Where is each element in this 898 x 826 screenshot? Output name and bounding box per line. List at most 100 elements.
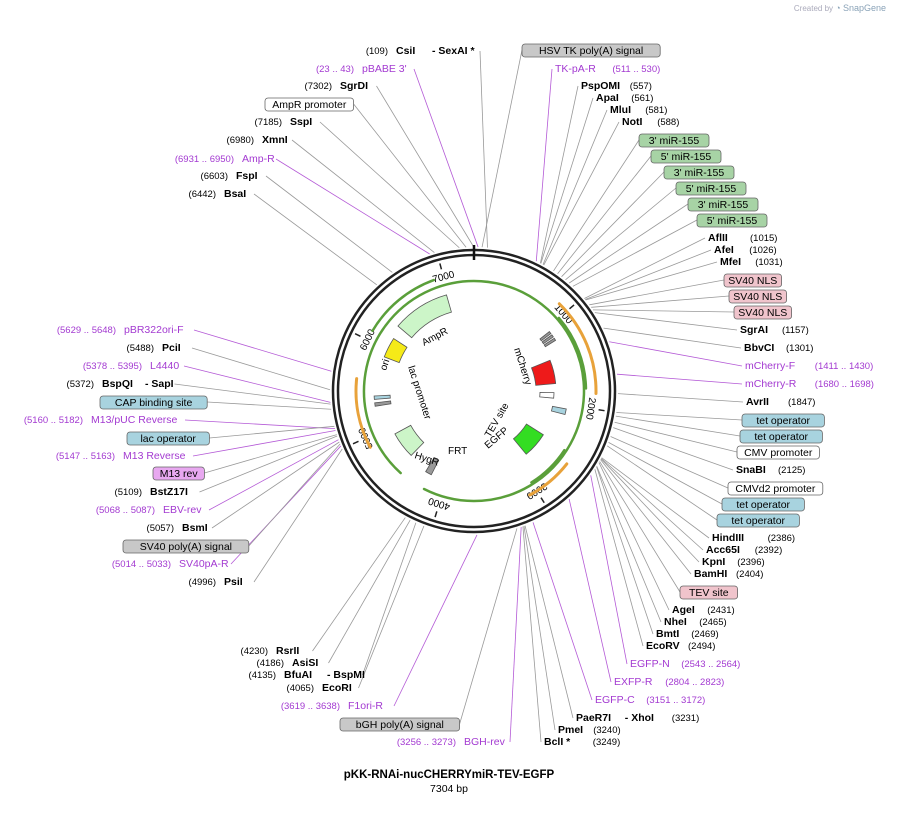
primer-pbabe-3[interactable]: (23 .. 43)pBABE 3' [316, 63, 407, 75]
enzyme-nhei[interactable]: NheI(2465) [664, 616, 727, 628]
enzyme-agei[interactable]: AgeI(2431) [672, 604, 735, 616]
enzyme-snabi[interactable]: SnaBI(2125) [736, 464, 805, 476]
primer-f1ori-r[interactable]: (3619 .. 3638)F1ori-R [281, 700, 384, 712]
feature-tet-operator[interactable]: tet operator [739, 429, 823, 444]
enzyme-bfuai[interactable]: (4135)BfuAI- BspMI [249, 669, 365, 681]
primer-m13-puc-reverse[interactable]: (5160 .. 5182)M13/pUC Reverse [24, 414, 178, 426]
enzyme-ecori[interactable]: (4065)EcoRI [287, 682, 352, 694]
enzyme-sgrdi[interactable]: (7302)SgrDI [305, 80, 369, 92]
enzyme-coord: (2392) [755, 545, 782, 556]
feature-lac-operator[interactable]: lac operator [126, 431, 210, 446]
enzyme-bbvci[interactable]: BbvCI(1301) [744, 342, 813, 354]
leader-line [191, 347, 331, 391]
arc-green-4 [371, 278, 436, 333]
enzyme-csii[interactable]: (109)CsiI- SexAI * [366, 45, 476, 57]
feature-5-mir-155[interactable]: 5' miR-155 [675, 181, 747, 196]
enzyme-paer7i[interactable]: PaeR7I- XhoI(3231) [576, 712, 699, 724]
enzyme-avrii[interactable]: AvrII(1847) [746, 396, 815, 408]
primer-l4440[interactable]: (5378 .. 5395)L4440 [83, 360, 180, 372]
enzyme-bsai[interactable]: (6442)BsaI [189, 188, 247, 200]
leader-line [479, 50, 488, 248]
leader-line [291, 139, 435, 253]
primer-bgh-rev[interactable]: (3256 .. 3273)BGH-rev [397, 736, 506, 748]
feature-tet-operator[interactable]: tet operator [721, 497, 805, 512]
enzyme-bspqi[interactable]: (5372)BspQI- SapI [67, 378, 174, 390]
feature-label: HSV TK poly(A) signal [539, 45, 643, 57]
primer-coord: (511 .. 530) [612, 64, 660, 75]
feature-tet-operator[interactable]: tet operator [716, 513, 800, 528]
enzyme-ecorv[interactable]: EcoRV(2494) [646, 640, 715, 652]
primer-exfp-r[interactable]: EXFP-R(2804 .. 2823) [614, 676, 724, 688]
enzyme-apai[interactable]: ApaI(561) [596, 92, 653, 104]
enzyme-noti[interactable]: NotI(588) [622, 116, 679, 128]
feature-cap-binding-site[interactable]: CAP binding site [99, 395, 208, 410]
enzyme-rsrii[interactable]: (4230)RsrII [241, 645, 300, 657]
enzyme-hindiii[interactable]: HindIII(2386) [712, 532, 795, 544]
enzyme-psii[interactable]: (4996)PsiI [189, 576, 243, 588]
feature-tet-operator[interactable]: tet operator [741, 413, 825, 428]
primer-mcherry-f[interactable]: mCherry-F(1411 .. 1430) [745, 360, 873, 372]
enzyme-afei[interactable]: AfeI(1026) [714, 244, 777, 256]
feature-5-mir-155[interactable]: 5' miR-155 [696, 213, 768, 228]
enzyme-mlui[interactable]: MluI(581) [610, 104, 667, 116]
tick-4000 [434, 511, 438, 518]
primer-egfp-c[interactable]: EGFP-C(3151 .. 3172) [595, 694, 705, 706]
feature-cmv-promoter[interactable]: CMV promoter [736, 445, 820, 460]
enzyme-kpni[interactable]: KpnI(2396) [702, 556, 765, 568]
enzyme-pcii[interactable]: (5488)PciI [127, 342, 181, 354]
enzyme-coord: (4996) [189, 577, 216, 588]
enzyme-asisi[interactable]: (4186)AsiSI [257, 657, 319, 669]
feature-hsv-tk-poly-a-signal[interactable]: HSV TK poly(A) signal [521, 43, 661, 58]
feature-ampr-promoter[interactable]: AmpR promoter [264, 97, 354, 112]
enzyme-fspi[interactable]: (6603)FspI [201, 170, 258, 182]
enzyme-sspi[interactable]: (7185)SspI [255, 116, 313, 128]
enzyme-pmei[interactable]: PmeI(3240) [558, 724, 621, 736]
feature-m13-rev[interactable]: M13 rev [152, 466, 205, 481]
leader-line [596, 466, 654, 635]
tick-label-2000: 2000 [583, 397, 597, 421]
leader-line [523, 525, 556, 731]
primer-ebv-rev[interactable]: (5068 .. 5087)EBV-rev [96, 504, 202, 516]
feature-sv40-nls[interactable]: SV40 NLS [728, 289, 787, 304]
enzyme-bstz17i[interactable]: (5109)BstZ17I [115, 486, 188, 498]
arc-green-1 [557, 316, 588, 390]
primer-egfp-n[interactable]: EGFP-N(2543 .. 2564) [630, 658, 740, 670]
feature-sv40-nls[interactable]: SV40 NLS [723, 273, 782, 288]
enzyme-bamhi[interactable]: BamHI(2404) [694, 568, 763, 580]
feature-sv40-nls[interactable]: SV40 NLS [733, 305, 792, 320]
feature-label: AmpR promoter [272, 99, 347, 111]
feature-3-mir-155[interactable]: 3' miR-155 [663, 165, 735, 180]
feature-5-mir-155[interactable]: 5' miR-155 [650, 149, 722, 164]
enzyme-pspomi[interactable]: PspOMI(557) [581, 80, 652, 92]
enzyme-bsmi[interactable]: (5057)BsmI [147, 522, 208, 534]
enzyme-name: BfuAI [284, 669, 312, 681]
leader-line [393, 534, 478, 707]
feature-3-mir-155[interactable]: 3' miR-155 [687, 197, 759, 212]
enzyme-aflii[interactable]: AflII(1015) [708, 232, 777, 244]
enzyme-sgrai[interactable]: SgrAI(1157) [740, 324, 809, 336]
enzyme-bcli[interactable]: BclI *(3249) [544, 736, 620, 748]
leader-line [522, 526, 542, 743]
tick-2000 [598, 409, 605, 412]
primer-pbr322ori-f[interactable]: (5629 .. 5648)pBR322ori-F [57, 324, 184, 336]
primer-amp-r[interactable]: (6931 .. 6950)Amp-R [175, 153, 275, 165]
primer-m13-reverse[interactable]: (5147 .. 5163)M13 Reverse [56, 450, 186, 462]
primer-tk-pa-r[interactable]: TK-pA-R(511 .. 530) [555, 63, 660, 75]
enzyme-name: FspI [236, 170, 258, 182]
primer-mcherry-r[interactable]: mCherry-R(1680 .. 1698) [745, 378, 874, 390]
enzyme-coord: (4186) [257, 658, 284, 669]
leader-line [591, 295, 730, 308]
enzyme-coord: (1031) [755, 257, 782, 268]
primer-sv40pa-r[interactable]: (5014 .. 5033)SV40pA-R [112, 558, 229, 570]
enzyme-acc65i[interactable]: Acc65I(2392) [706, 544, 782, 556]
feature-3-mir-155[interactable]: 3' miR-155 [638, 133, 710, 148]
enzyme-bmti[interactable]: BmtI(2469) [656, 628, 719, 640]
enzyme-name: SspI [290, 116, 312, 128]
enzyme-name: BamHI [694, 568, 727, 580]
feature-tev-site[interactable]: TEV site [679, 585, 738, 600]
feature-bgh-poly-a-signal[interactable]: bGH poly(A) signal [339, 717, 460, 732]
enzyme-mfei[interactable]: MfeI(1031) [720, 256, 783, 268]
enzyme-xmni[interactable]: (6980)XmnI [227, 134, 288, 146]
feature-sv40-poly-a-signal[interactable]: SV40 poly(A) signal [122, 539, 250, 554]
feature-cmvd2-promoter[interactable]: CMVd2 promoter [727, 481, 824, 496]
